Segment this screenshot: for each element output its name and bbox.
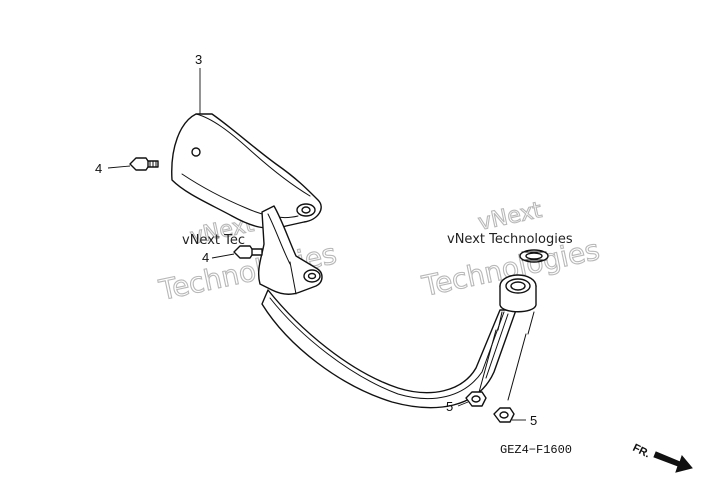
gasket (519, 249, 549, 263)
nut-left (465, 391, 487, 407)
mounting-bracket (257, 205, 323, 295)
callout-bolt-upper: 4 (95, 161, 102, 176)
diagram-code: GEZ4−F1600 (500, 443, 572, 457)
bolt-upper (129, 157, 159, 171)
direction-label: FR. (631, 442, 652, 461)
bolt-lower (233, 245, 263, 259)
callout-bolt-lower: 4 (202, 250, 209, 265)
exhaust-pipe (261, 274, 537, 409)
leader-lines (107, 68, 526, 421)
callout-nut-left: 5 (446, 399, 453, 414)
watermark-left: vNext Technologies vNext Tec (155, 211, 340, 307)
callout-muffler-cover: 3 (195, 52, 202, 67)
muffler-cover (171, 113, 322, 230)
watermark-left-small: vNext Tec (182, 233, 245, 248)
front-arrow-icon (653, 451, 693, 473)
watermark-right-small: vNext Technologies (447, 232, 573, 247)
callout-nut-right: 5 (530, 413, 537, 428)
front-direction-indicator: FR. (631, 442, 693, 473)
watermark-right-brand: vNext (476, 198, 544, 236)
nut-right (493, 407, 515, 423)
